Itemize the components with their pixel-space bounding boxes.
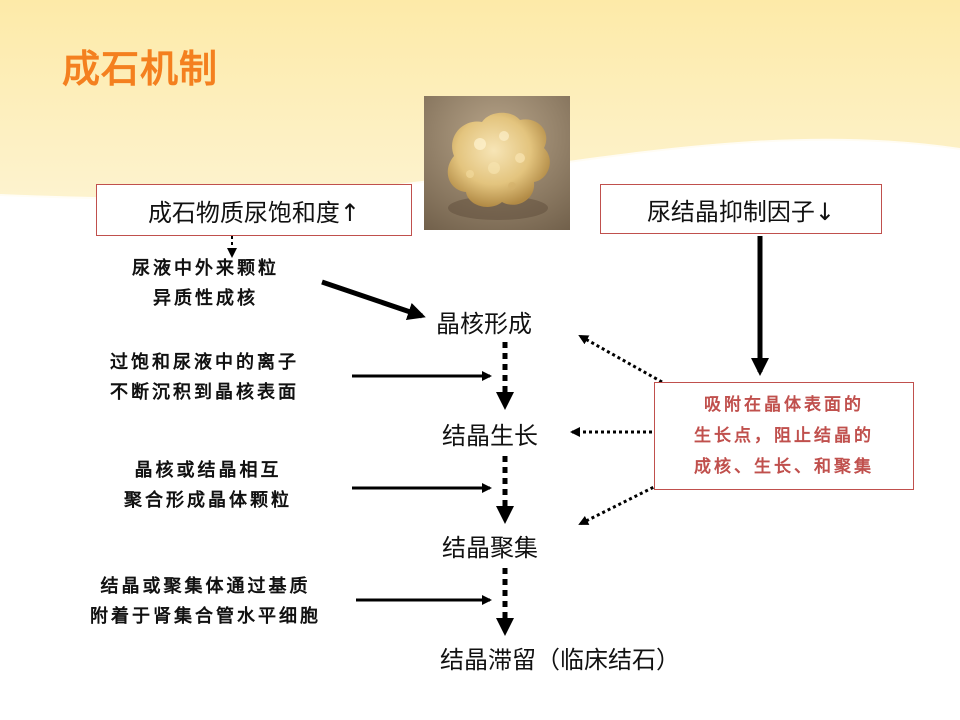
inhibitor-factor-box: 尿结晶抑制因子↓	[600, 184, 882, 234]
stage-retention: 结晶滞留（临床结石）	[440, 646, 680, 674]
note-line: 异质性成核	[153, 288, 258, 309]
note-line: 尿液中外来颗粒	[132, 258, 279, 279]
stage-growth: 结晶生长	[442, 422, 538, 450]
stage-nucleation: 晶核形成	[436, 310, 532, 338]
note-line: 晶核或结晶相互	[134, 460, 282, 481]
stage-aggregation: 结晶聚集	[442, 534, 538, 562]
inhibit-arrow-aggregation	[578, 480, 665, 526]
note-heterogeneous-nucleation: 尿液中外来颗粒 异质性成核	[132, 254, 279, 314]
kidney-stone-photo	[424, 96, 570, 230]
inhibitor-line: 成核、生长、和聚集	[694, 456, 874, 477]
note-crystal-retention: 结晶或聚集体通过基质 附着于肾集合管水平细胞	[90, 572, 321, 632]
inhibitor-line: 生长点，阻止结晶的	[694, 425, 874, 446]
note-line: 聚合形成晶体颗粒	[124, 490, 292, 511]
inhibitor-mechanism-box: 吸附在晶体表面的 生长点，阻止结晶的 成核、生长、和聚集	[654, 382, 914, 490]
note-line: 附着于肾集合管水平细胞	[90, 606, 321, 627]
page-title: 成石机制	[62, 47, 219, 91]
note-crystal-aggregation: 晶核或结晶相互 聚合形成晶体颗粒	[124, 456, 292, 516]
note-line: 结晶或聚集体通过基质	[100, 576, 311, 597]
note-line: 不断沉积到晶核表面	[110, 382, 299, 403]
arrow-to-nucleation	[321, 279, 426, 321]
inhibit-arrow-nucleation	[578, 334, 663, 384]
note-line: 过饱和尿液中的离子	[110, 352, 299, 373]
inhibitor-line: 吸附在晶体表面的	[704, 394, 864, 415]
note-ion-deposition: 过饱和尿液中的离子 不断沉积到晶核表面	[110, 348, 299, 408]
urine-saturation-box: 成石物质尿饱和度↑	[96, 184, 412, 236]
